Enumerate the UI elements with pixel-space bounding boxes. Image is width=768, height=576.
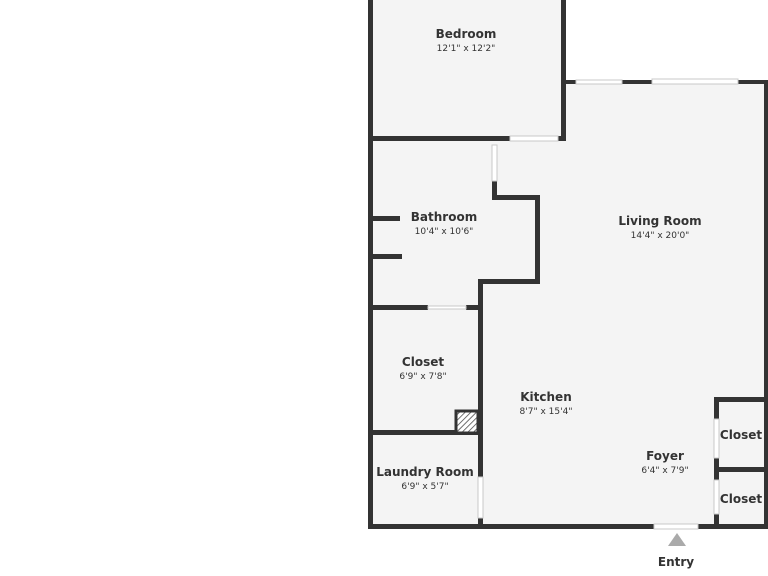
room-labels: Bedroom 12'1" x 12'2" Bathroom 10'4" x 1… — [376, 27, 762, 506]
wall-bath-door-stub — [492, 181, 497, 199]
wall-closet-laundry-divider — [368, 430, 482, 435]
wall-outer-right — [764, 80, 768, 529]
wall-bedroom-right — [561, 0, 566, 141]
kitchen-name: Kitchen — [520, 390, 572, 404]
wall-bath-right — [535, 195, 540, 283]
door-foyer-closet-lower — [713, 479, 720, 515]
wall-foyer-closet-left-top — [714, 397, 719, 419]
entry-arrow-icon — [668, 533, 686, 546]
duct-chase-hatch — [454, 409, 480, 435]
bathroom-name: Bathroom — [411, 210, 477, 224]
openings — [427, 78, 739, 530]
window-living-left — [575, 79, 623, 85]
wall-bath-top-right — [492, 195, 540, 200]
bathroom-dims: 10'4" x 10'6" — [415, 227, 474, 237]
wall-bath-bottom-right — [478, 279, 540, 284]
door-foyer-closet-upper — [713, 418, 720, 459]
laundry-room-dims: 6'9" x 5'7" — [401, 482, 448, 492]
wall-foyer-closet-left-bottom — [714, 514, 719, 526]
wall-bedroom-bottom — [368, 136, 566, 141]
door-laundry — [477, 476, 484, 519]
main-floor-upper — [372, 83, 764, 525]
living-room-dims: 14'4" x 20'0" — [631, 231, 690, 241]
floor-fills — [372, 0, 764, 525]
door-bedroom — [509, 135, 559, 142]
closet-main-dims: 6'9" x 7'8" — [399, 372, 446, 382]
foyer-dims: 6'4" x 7'9" — [641, 466, 688, 476]
wall-foyer-closet-top — [714, 397, 768, 402]
door-entry — [653, 523, 699, 530]
closet-main-name: Closet — [402, 355, 444, 369]
wall-kitchen-left — [478, 279, 483, 477]
walls — [368, 0, 768, 529]
wall-bath-closet-divider-right — [466, 305, 482, 310]
wall-kitchen-left-lower — [478, 518, 483, 528]
wall-bath-closet-divider — [368, 305, 428, 310]
door-closet — [427, 305, 467, 310]
foyer-closet-lower-name: Closet — [720, 492, 762, 506]
living-room-name: Living Room — [618, 214, 701, 228]
entry-marker: Entry — [658, 533, 694, 569]
duct-chase — [454, 409, 480, 435]
wall-bath-stub-1 — [368, 216, 400, 221]
bedroom-name: Bedroom — [436, 27, 497, 41]
window-living-right — [651, 78, 739, 85]
wall-foyer-closet-middle — [714, 467, 768, 472]
bedroom-dims: 12'1" x 12'2" — [437, 44, 496, 54]
kitchen-dims: 8'7" x 15'4" — [520, 407, 573, 417]
wall-outer-bottom — [368, 524, 768, 529]
foyer-closet-upper-name: Closet — [720, 428, 762, 442]
entry-label: Entry — [658, 555, 694, 569]
door-bathroom — [491, 144, 498, 182]
wall-outer-left — [368, 0, 373, 529]
foyer-name: Foyer — [646, 449, 684, 463]
wall-bath-stub-2 — [368, 254, 402, 259]
laundry-room-name: Laundry Room — [376, 465, 474, 479]
